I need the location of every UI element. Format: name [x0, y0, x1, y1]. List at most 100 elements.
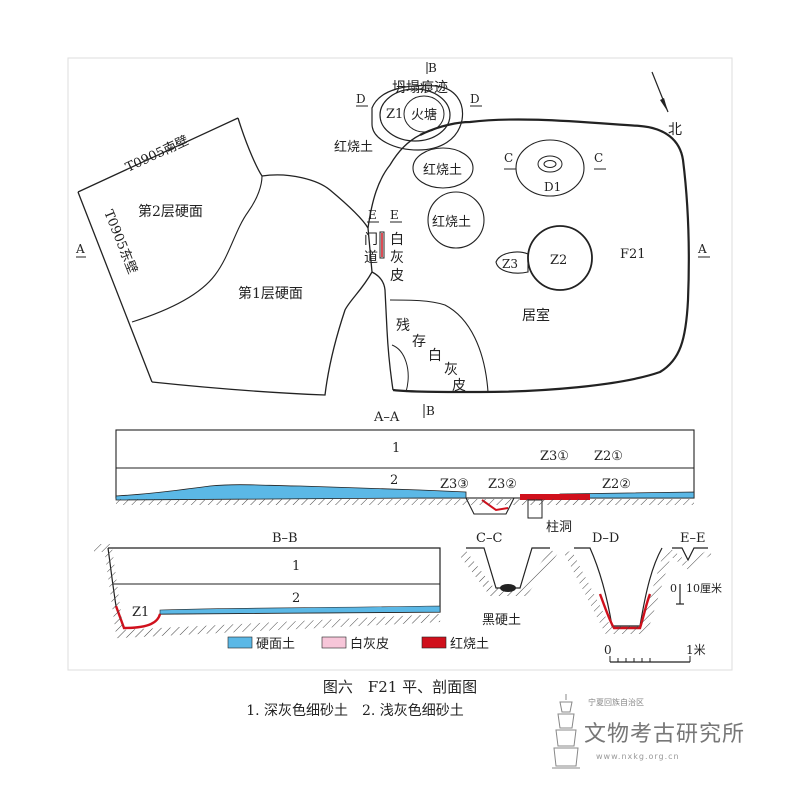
- label-door-1: 门: [364, 232, 378, 248]
- label-remnant-5: 皮: [452, 378, 466, 394]
- bb-hatch: [94, 544, 441, 639]
- bb-outline: [107, 547, 441, 629]
- label-z3-plan: Z3: [502, 257, 518, 271]
- ee-outline: [672, 547, 708, 562]
- label-door-2: 道: [364, 250, 378, 266]
- section-cc: C–C 黑硬土: [458, 531, 558, 628]
- label-burnt-soil-z1: 红烧土: [334, 139, 373, 155]
- label-burnt-soil-patch: 红烧土: [423, 162, 462, 178]
- label-remnant-1: 残: [396, 318, 410, 334]
- bb-burnt: [114, 605, 162, 630]
- label-section-b-top: B: [428, 61, 437, 75]
- label-z1-plan: Z1: [386, 107, 403, 122]
- label-z2-2: Z2②: [602, 477, 631, 492]
- legend-swatch-burnt-soil: [421, 636, 447, 649]
- z3-outline: [495, 251, 529, 274]
- label-f21: F21: [620, 247, 646, 262]
- cc-black-soil: [500, 584, 516, 592]
- d1-outline: [515, 139, 585, 197]
- label-white-1: 白: [390, 232, 404, 248]
- east-wall-line: [77, 191, 153, 383]
- legend-label-white-plaster: 白灰皮: [350, 636, 389, 652]
- doorway-inner: [371, 271, 394, 391]
- label-section-cc-title: C–C: [476, 531, 502, 546]
- dd-hatch: [564, 550, 672, 634]
- figure-title: 图六 F21 平、剖面图: [322, 678, 478, 696]
- remnant-plaster-area: [389, 299, 489, 393]
- burnt-soil-patch: [412, 147, 474, 189]
- label-room: 居室: [522, 307, 550, 324]
- layer-divider: [131, 175, 263, 323]
- label-aa-layer2: 2: [390, 473, 398, 488]
- watermark-region: 宁夏回族自治区: [588, 698, 644, 707]
- aa-pit: [465, 497, 515, 515]
- figure-frame: [67, 57, 733, 671]
- aa-burnt-z2: [520, 494, 590, 500]
- label-z2-1: Z2①: [594, 449, 623, 464]
- label-bb-layer2: 2: [292, 591, 300, 606]
- section-dd: D–D: [564, 531, 672, 634]
- label-fire-pit: 火塘: [411, 107, 437, 123]
- section-ee: E–E 0 10厘米: [668, 531, 722, 605]
- label-section-d-right: D: [470, 92, 480, 106]
- label-post-hole: 柱洞: [546, 520, 572, 535]
- d1-core: [543, 160, 557, 168]
- label-remnant-3: 白: [428, 348, 442, 364]
- collapse-trace: [371, 84, 464, 151]
- label-section-a-left: A: [75, 242, 85, 256]
- z1-fire-pit-outline: [379, 88, 451, 142]
- label-layer1-floor: 第1层硬面: [238, 285, 303, 302]
- figure-notes: 1. 深灰色细砂土 2. 浅灰色细砂土: [246, 703, 464, 719]
- label-small-scale-0: 0: [670, 582, 677, 595]
- label-bb-layer1: 1: [292, 559, 300, 574]
- aa-hard-floor: [115, 484, 467, 501]
- label-white-2: 灰: [390, 250, 404, 266]
- floor-outline: [151, 117, 373, 396]
- label-layer2-floor: 第2层硬面: [138, 203, 203, 220]
- label-bb-z1: Z1: [132, 605, 149, 620]
- label-section-a-right: A: [697, 242, 707, 256]
- legend-swatch-white-plaster: [321, 636, 347, 649]
- bb-hard-floor: [159, 605, 441, 615]
- label-section-bb-title: B–B: [272, 531, 298, 546]
- label-remnant-4: 灰: [444, 362, 458, 378]
- label-section-dd-title: D–D: [592, 531, 619, 546]
- legend-swatch-hard-soil: [227, 636, 253, 649]
- label-section-aa-title: A–A: [373, 410, 400, 425]
- plan-view: B 坍塌痕迹 D D Z1 火塘 红烧土 红烧土 红烧土 C C D1 北 T0…: [75, 61, 710, 396]
- section-aa: A–A B 1 2 Z3③ Z3② Z3① Z2① Z2② 柱洞: [115, 404, 695, 535]
- label-section-d-left: D: [356, 92, 366, 106]
- burnt-soil-circle: [427, 191, 485, 249]
- label-collapse-trace: 坍塌痕迹: [392, 80, 448, 96]
- label-d1: D1: [544, 180, 561, 194]
- watermark-institute: 文物考古研究所: [584, 722, 746, 747]
- ee-hatch: [668, 549, 712, 570]
- south-wall-line: [77, 117, 239, 193]
- label-south-wall: T0905南壁: [123, 132, 191, 175]
- label-white-3: 皮: [390, 268, 404, 284]
- label-aa-layer1: 1: [392, 441, 400, 456]
- legend-label-hard-soil: 硬面土: [256, 637, 295, 652]
- label-z3-2: Z3②: [488, 477, 517, 492]
- pagoda-logo: [552, 694, 580, 769]
- label-z3-3: Z3③: [440, 477, 469, 492]
- label-north: 北: [668, 122, 682, 138]
- label-remnant-2: 存: [412, 334, 426, 350]
- remnant-plaster-inner: [391, 344, 409, 393]
- watermark-url: www.nxkg.org.cn: [596, 752, 680, 761]
- label-z3-1: Z3①: [540, 449, 569, 464]
- room-outline: [392, 118, 690, 394]
- label-burnt-soil-circle: 红烧土: [432, 214, 471, 230]
- label-section-e-left: E: [368, 208, 377, 222]
- label-section-ee-title: E–E: [680, 531, 705, 546]
- label-section-c-left: C: [504, 151, 513, 165]
- fire-pit-inner: [403, 95, 445, 133]
- legend-label-burnt-soil: 红烧土: [450, 636, 489, 652]
- north-arrow: [651, 71, 669, 113]
- doorway-bar: [379, 231, 385, 259]
- label-small-scale-unit: 10厘米: [686, 582, 722, 595]
- section-bb: B–B 1 2 Z1: [94, 531, 441, 639]
- scale-bar-1m: 0 1米: [604, 643, 706, 663]
- legend: 硬面土 白灰皮 红烧土: [227, 636, 489, 652]
